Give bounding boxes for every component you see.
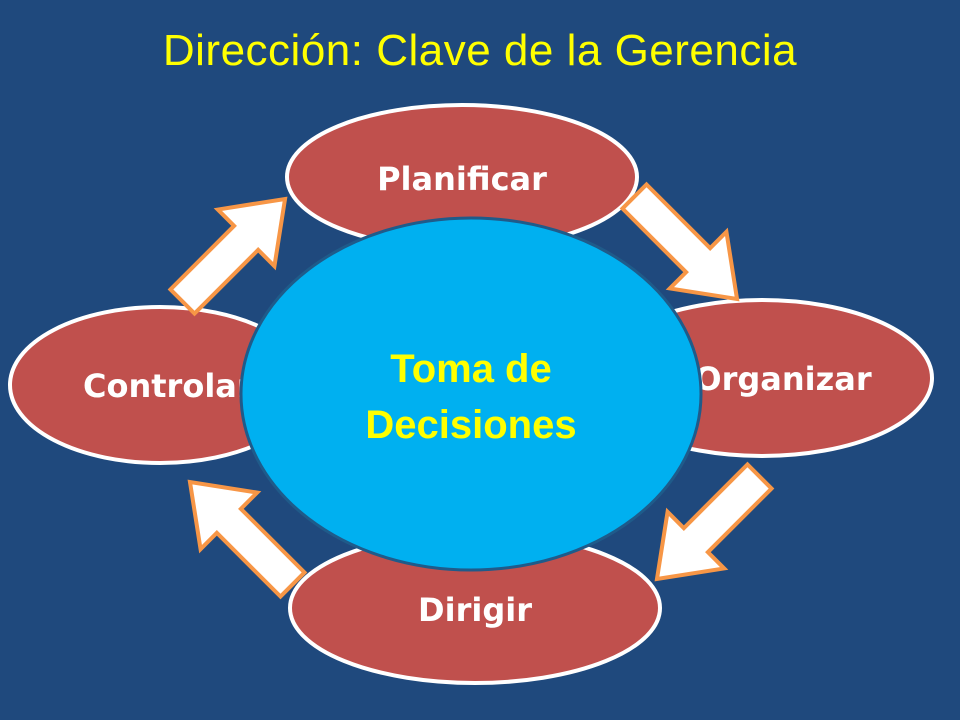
arrow-organizar-to-dirigir bbox=[654, 461, 775, 582]
center-label-line2: Decisiones bbox=[365, 403, 576, 447]
node-controlar: Controlar bbox=[8, 305, 312, 465]
arrow-dirigir-to-controlar bbox=[187, 479, 308, 600]
slide-title: Dirección: Clave de la Gerencia bbox=[162, 26, 798, 75]
node-planificar: Planificar bbox=[285, 103, 639, 251]
node-planificar-label: Planificar bbox=[377, 160, 547, 198]
center-decision-making: Toma de Decisiones bbox=[239, 216, 703, 572]
arrow-controlar-to-planificar bbox=[167, 196, 288, 317]
node-dirigir: Dirigir bbox=[288, 531, 662, 685]
arrow-planificar-to-organizar bbox=[619, 181, 740, 302]
node-dirigir-label: Dirigir bbox=[418, 591, 532, 629]
center-label-line1: Toma de bbox=[390, 347, 552, 391]
node-controlar-label: Controlar bbox=[83, 367, 253, 405]
node-organizar-label: Organizar bbox=[694, 360, 871, 398]
